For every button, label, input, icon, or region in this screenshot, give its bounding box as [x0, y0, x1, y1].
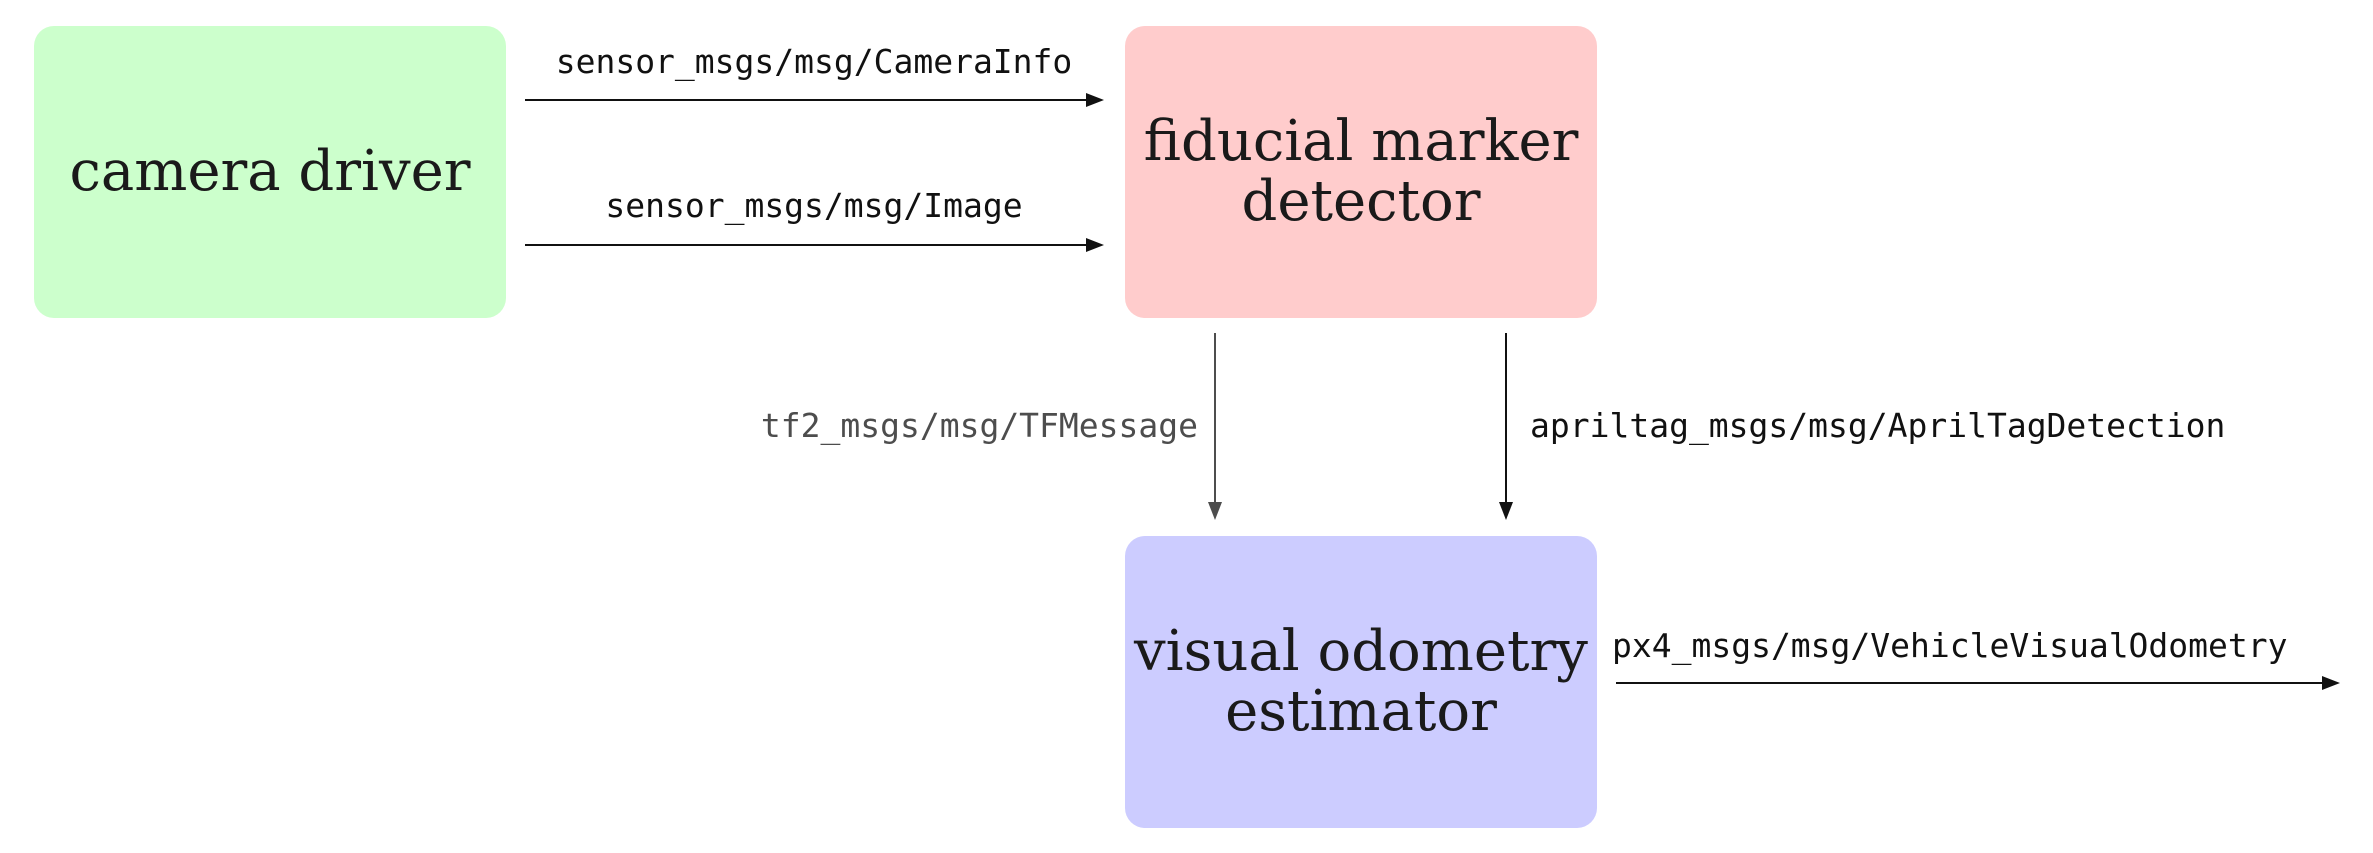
arrow-px4 — [1616, 676, 2340, 690]
arrow-image — [525, 238, 1104, 252]
arrow-camera-info — [525, 93, 1104, 107]
edge-label-image: sensor_msgs/msg/Image — [605, 186, 1023, 225]
node-camera-driver: camera driver — [34, 26, 506, 318]
node-fiducial-marker-detector-label: fiducial marker detector — [1143, 109, 1579, 234]
edge-label-px4: px4_msgs/msg/VehicleVisualOdometry — [1612, 626, 2288, 665]
edge-label-tf: tf2_msgs/msg/TFMessage — [760, 406, 1198, 445]
node-fiducial-marker-detector: fiducial marker detector — [1125, 26, 1597, 318]
arrow-apriltag — [1499, 333, 1513, 520]
arrow-tf — [1208, 333, 1222, 520]
node-visual-odometry-estimator-label: visual odometry estimator — [1134, 619, 1588, 744]
edge-label-camera-info: sensor_msgs/msg/CameraInfo — [555, 42, 1073, 81]
node-camera-driver-label: camera driver — [69, 139, 471, 204]
edge-label-apriltag: apriltag_msgs/msg/AprilTagDetection — [1530, 406, 2226, 445]
node-visual-odometry-estimator: visual odometry estimator — [1125, 536, 1597, 828]
